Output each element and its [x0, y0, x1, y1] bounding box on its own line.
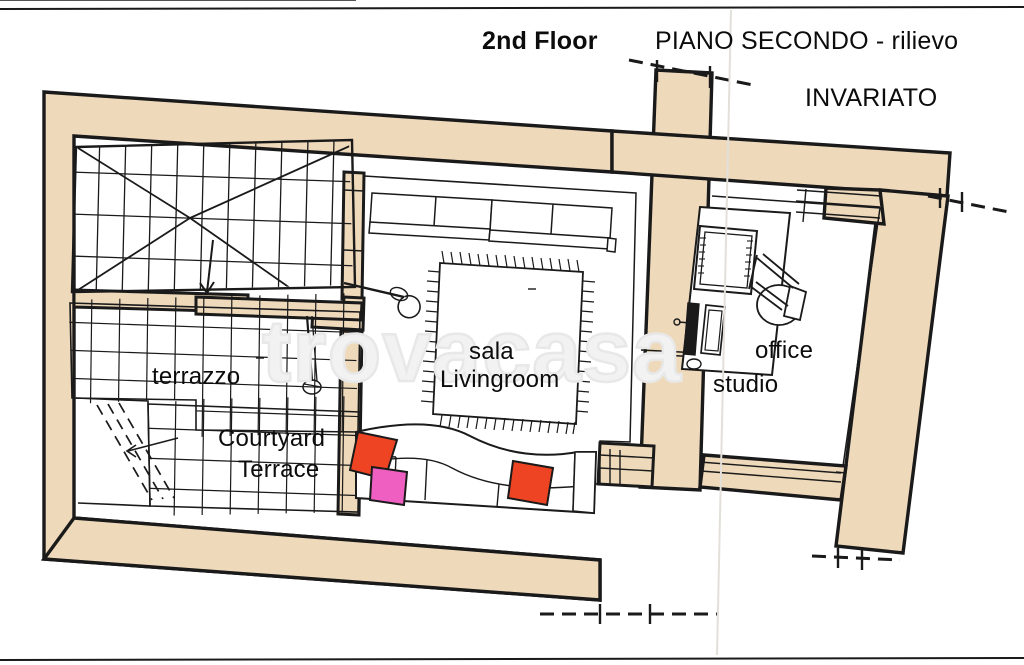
rug-fringe	[420, 250, 596, 435]
interior-partitions	[72, 170, 656, 517]
status-label-invariato: INVARIATO	[805, 84, 938, 112]
page-top-rule	[0, 6, 1024, 10]
ramp-hatch-lines	[96, 402, 175, 501]
cushion-pink	[368, 465, 409, 507]
shelving-unit	[368, 192, 617, 253]
courtyard-west-bay	[75, 397, 151, 507]
room-label-sala: sala	[469, 338, 514, 365]
courtyard-paving	[147, 396, 360, 516]
stair-area-outline	[70, 138, 357, 294]
room-label-office: office	[755, 337, 814, 364]
ramp-arrow	[125, 437, 179, 458]
page-bottom-rule	[0, 657, 1024, 661]
room-label-livingroom: Livingroom	[440, 366, 560, 393]
room-label-courtyard: Courtyard	[218, 425, 326, 452]
door-swing-terrazzo	[302, 315, 322, 395]
partition-terrazzo-top	[194, 295, 364, 322]
living-room-rug	[420, 250, 596, 435]
section-cut-ticks	[598, 60, 964, 624]
right-wall-band	[834, 188, 950, 555]
window-openings	[343, 188, 882, 486]
room-label-terrace: Terrace	[238, 456, 320, 483]
room-label-terrazzo: terrazzo	[152, 363, 241, 390]
page-title-floor-it: PIANO SECONDO - rilievo	[655, 27, 959, 55]
desk-device	[683, 302, 700, 356]
section-cut-right-lower	[811, 554, 901, 562]
outer-wall-bottom	[40, 516, 602, 602]
partition-living-southeast	[596, 441, 656, 489]
door-swing-living	[343, 281, 421, 319]
section-cut-lines	[540, 58, 1015, 616]
exterior-walls	[40, 90, 614, 602]
stair-direction-arrow	[199, 239, 215, 295]
room-label-studio: studio	[713, 371, 779, 398]
mouse	[686, 358, 702, 370]
cushion-orange-right	[506, 459, 555, 507]
section-cut-right-upper	[927, 194, 1015, 215]
office-room-outline	[699, 195, 881, 467]
office-chair	[748, 253, 808, 326]
page-title-floor-en: 2nd Floor	[482, 27, 598, 55]
scan-seam	[716, 9, 732, 656]
stair-area-paving	[72, 140, 353, 292]
